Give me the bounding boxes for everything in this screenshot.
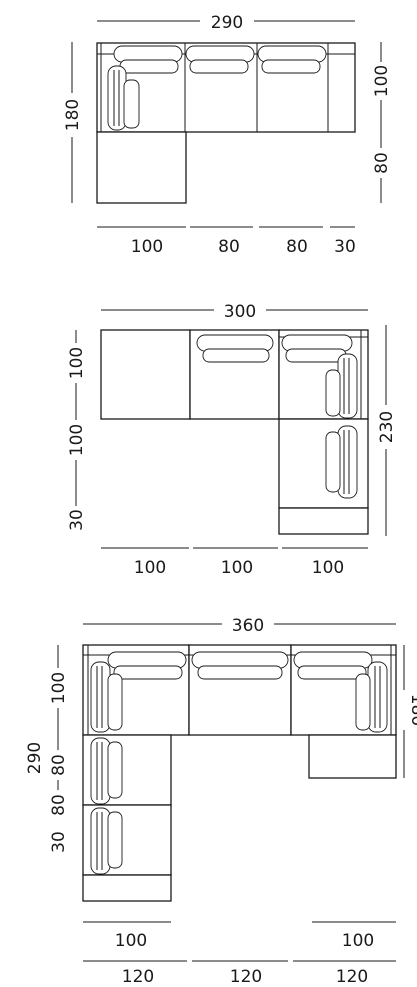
dim-depth-mid2-label: 80 [49,794,69,816]
dim-seg-b-label: 100 [221,558,253,578]
dim-seg-d-label: 30 [334,237,356,257]
dim-depth-right: 100 80 [369,42,393,203]
dim-depth-chaise-label: 80 [372,152,392,174]
diagram-2-corner-sofa: 300 100 100 30 230 [64,297,398,578]
dim-width-total-label: 360 [232,616,264,636]
dim-seg-c-label: 100 [312,558,344,578]
side-cushions [325,353,358,499]
dim-segments: 100 80 80 30 [97,226,356,257]
dim-width-total: 290 [97,8,355,33]
dim-depth-back-label: 100 [49,672,69,704]
dim-inner-right-label: 100 [342,931,374,951]
right-ottoman [308,734,397,779]
dim-width-total: 360 [83,611,396,636]
side-cushion [107,65,140,131]
dim-depth-total-label: 180 [63,99,83,131]
dim-width-total-label: 290 [211,13,243,33]
chaise-lounge [96,131,187,204]
dim-depth-arm-label: 30 [67,509,87,531]
dim-inner: 100 100 [83,921,396,951]
dim-depth-left: 100 80 80 30 290 [25,645,70,856]
dim-depth-total: 230 [374,325,398,536]
diagram-1-corner-sofa: 290 180 100 80 [60,8,393,257]
dim-segments: 100 100 100 [101,547,368,578]
dim-depth-total-label: 230 [377,411,397,443]
dim-width-total-label: 300 [224,302,256,322]
dim-depth-total-right-label: 180 [407,694,417,726]
dim-depth-back-label: 100 [372,65,392,97]
dim-seg-b-label: 120 [230,967,262,987]
dim-seg-a-label: 100 [134,558,166,578]
dim-seg-b-label: 80 [218,237,240,257]
ottoman-module [100,329,191,420]
dim-segments: 120 120 120 [83,960,396,987]
dim-depth-left: 100 100 30 [64,330,88,534]
left-armrest-end [82,874,172,902]
dim-depth-mid-label: 100 [67,424,87,456]
dim-depth-total: 180 [60,42,84,203]
dim-inner-left-label: 100 [115,931,147,951]
diagram-3-u-shaped-sofa: 360 100 80 80 30 290 180 [25,611,417,987]
dim-seg-a-label: 120 [122,967,154,987]
dim-seg-a-label: 100 [131,237,163,257]
back-cushions [107,651,373,680]
back-cushions [196,334,353,363]
dim-depth-back-label: 100 [67,347,87,379]
side-cushions [90,661,388,875]
dim-seg-c-label: 120 [336,967,368,987]
dim-width-total: 300 [101,297,368,322]
back-cushions [113,45,327,74]
dim-depth-total-left-label: 290 [25,742,45,774]
dim-depth-arm-label: 30 [49,831,69,853]
armrest-end [278,507,369,535]
dim-depth-mid1-label: 80 [49,754,69,776]
dim-seg-c-label: 80 [286,237,308,257]
